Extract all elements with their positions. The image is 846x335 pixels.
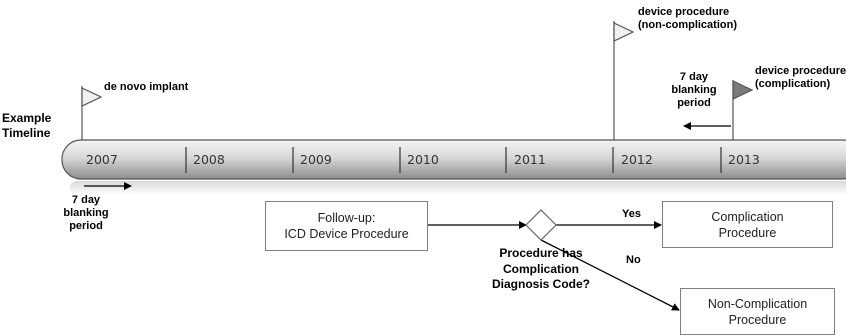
de-novo-label: de novo implant: [104, 81, 189, 93]
decision-line3: Diagnosis Code?: [491, 277, 590, 291]
timeline-reflection: [70, 181, 846, 195]
complication-flag-icon: [732, 80, 754, 140]
decision-label: Procedure has Complication Diagnosis Cod…: [475, 246, 607, 293]
complication-box-line1: Complication: [711, 209, 784, 224]
noncomplication-flag-line2: (non-complication): [638, 19, 737, 31]
noncomplication-flag-icon: [613, 21, 635, 140]
blanking-bottom-line1: 7 day: [71, 194, 101, 206]
noncomplication-box-line1: Non-Complication: [707, 296, 808, 311]
yes-label: Yes: [622, 208, 641, 220]
timeline-label-line2: Timeline: [2, 126, 51, 140]
timeline-label-line1: Example: [2, 111, 52, 125]
blanking-top-line2: blanking: [671, 84, 717, 96]
complication-flag-line1: device procedure: [755, 65, 846, 77]
followup-box: Follow-up: ICD Device Procedure: [265, 201, 428, 251]
decision-diamond: [525, 209, 557, 241]
noncomplication-procedure-box: Non-Complication Procedure: [680, 288, 835, 335]
followup-line1: Follow-up:: [317, 211, 376, 225]
blanking-bottom-line3: period: [69, 220, 103, 232]
blanking-period-top: 7 day blanking period: [664, 71, 724, 110]
complication-procedure-box: Complication Procedure: [662, 201, 833, 248]
no-arrow: [540, 239, 680, 311]
complication-box-line2: Procedure: [718, 225, 777, 240]
noncomplication-flag-label: device procedure (non-complication): [638, 6, 737, 32]
year-2012: 2012: [621, 152, 653, 167]
complication-flag-label: device procedure (complication): [755, 65, 846, 91]
year-dividers: [185, 147, 722, 173]
blanking-top-line1: 7 day: [679, 71, 709, 83]
no-label: No: [626, 254, 641, 266]
decision-line1: Procedure has: [499, 246, 583, 260]
noncomplication-flag-line1: device procedure: [638, 6, 730, 18]
followup-line2: ICD Device Procedure: [284, 227, 409, 241]
timeline-bar: [61, 139, 846, 180]
decision-line2: Complication: [502, 261, 579, 276]
year-2007: 2007: [86, 152, 118, 167]
noncomplication-box-line2: Procedure: [728, 312, 787, 327]
blanking-bottom-line2: blanking: [63, 207, 109, 219]
complication-flag-line2: (complication): [755, 78, 831, 90]
year-2010: 2010: [407, 152, 439, 167]
blanking-top-line3: period: [677, 97, 711, 109]
de-novo-flag-icon: [81, 86, 103, 140]
year-2009: 2009: [300, 152, 332, 167]
year-2008: 2008: [193, 152, 225, 167]
year-2013: 2013: [728, 152, 760, 167]
year-2011: 2011: [514, 152, 546, 167]
blanking-period-bottom: 7 day blanking period: [62, 194, 110, 233]
timeline-label: Example Timeline: [2, 111, 51, 141]
